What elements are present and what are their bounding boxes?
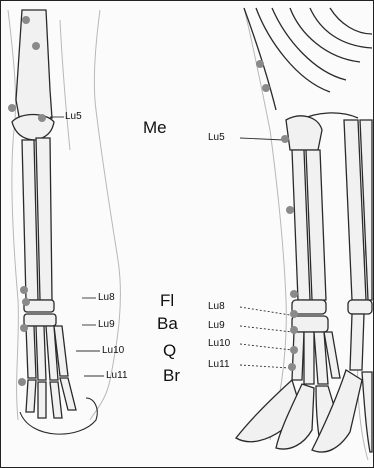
acupoint-dot xyxy=(281,135,289,143)
label-left-lu9: Lu9 xyxy=(98,319,115,330)
acupoint-dot xyxy=(290,346,298,354)
leader-lines xyxy=(50,117,292,376)
label-right-lu10: Lu10 xyxy=(208,338,230,349)
label-left-lu5: Lu5 xyxy=(65,111,82,122)
label-left-lu8: Lu8 xyxy=(98,292,115,303)
acupoint-dot xyxy=(8,104,16,112)
right-front-limb-bones xyxy=(236,116,341,452)
acupoint-dot xyxy=(256,60,264,68)
acupoint-dot xyxy=(290,310,298,318)
label-right-lu11: Lu11 xyxy=(208,359,230,370)
acupoint-dot xyxy=(290,326,298,334)
acupoint-dot xyxy=(20,286,28,294)
acupoint-dot xyxy=(286,206,294,214)
acupoint-dot xyxy=(262,84,270,92)
acupoint-dot xyxy=(22,16,30,24)
acupoint-dot xyxy=(32,42,40,50)
label-right-lu5: Lu5 xyxy=(208,132,225,143)
label-left-lu10: Lu10 xyxy=(102,345,124,356)
acupoint-dot xyxy=(18,378,26,386)
label-left-lu11: Lu11 xyxy=(106,370,128,381)
region-label-br: Br xyxy=(163,366,180,386)
acupoint-dot xyxy=(288,363,296,371)
acupoint-dot xyxy=(22,298,30,306)
label-right-lu8: Lu8 xyxy=(208,301,225,312)
label-right-lu9: Lu9 xyxy=(208,320,225,331)
region-label-me: Me xyxy=(143,118,167,138)
region-label-q: Q xyxy=(163,341,176,361)
left-limb-bones xyxy=(12,10,97,434)
acupoint-dot xyxy=(38,114,46,122)
acupoint-dot xyxy=(290,290,298,298)
region-label-fl: Fl xyxy=(160,291,174,311)
acupoint-dot xyxy=(20,324,28,332)
region-label-ba: Ba xyxy=(157,314,178,334)
